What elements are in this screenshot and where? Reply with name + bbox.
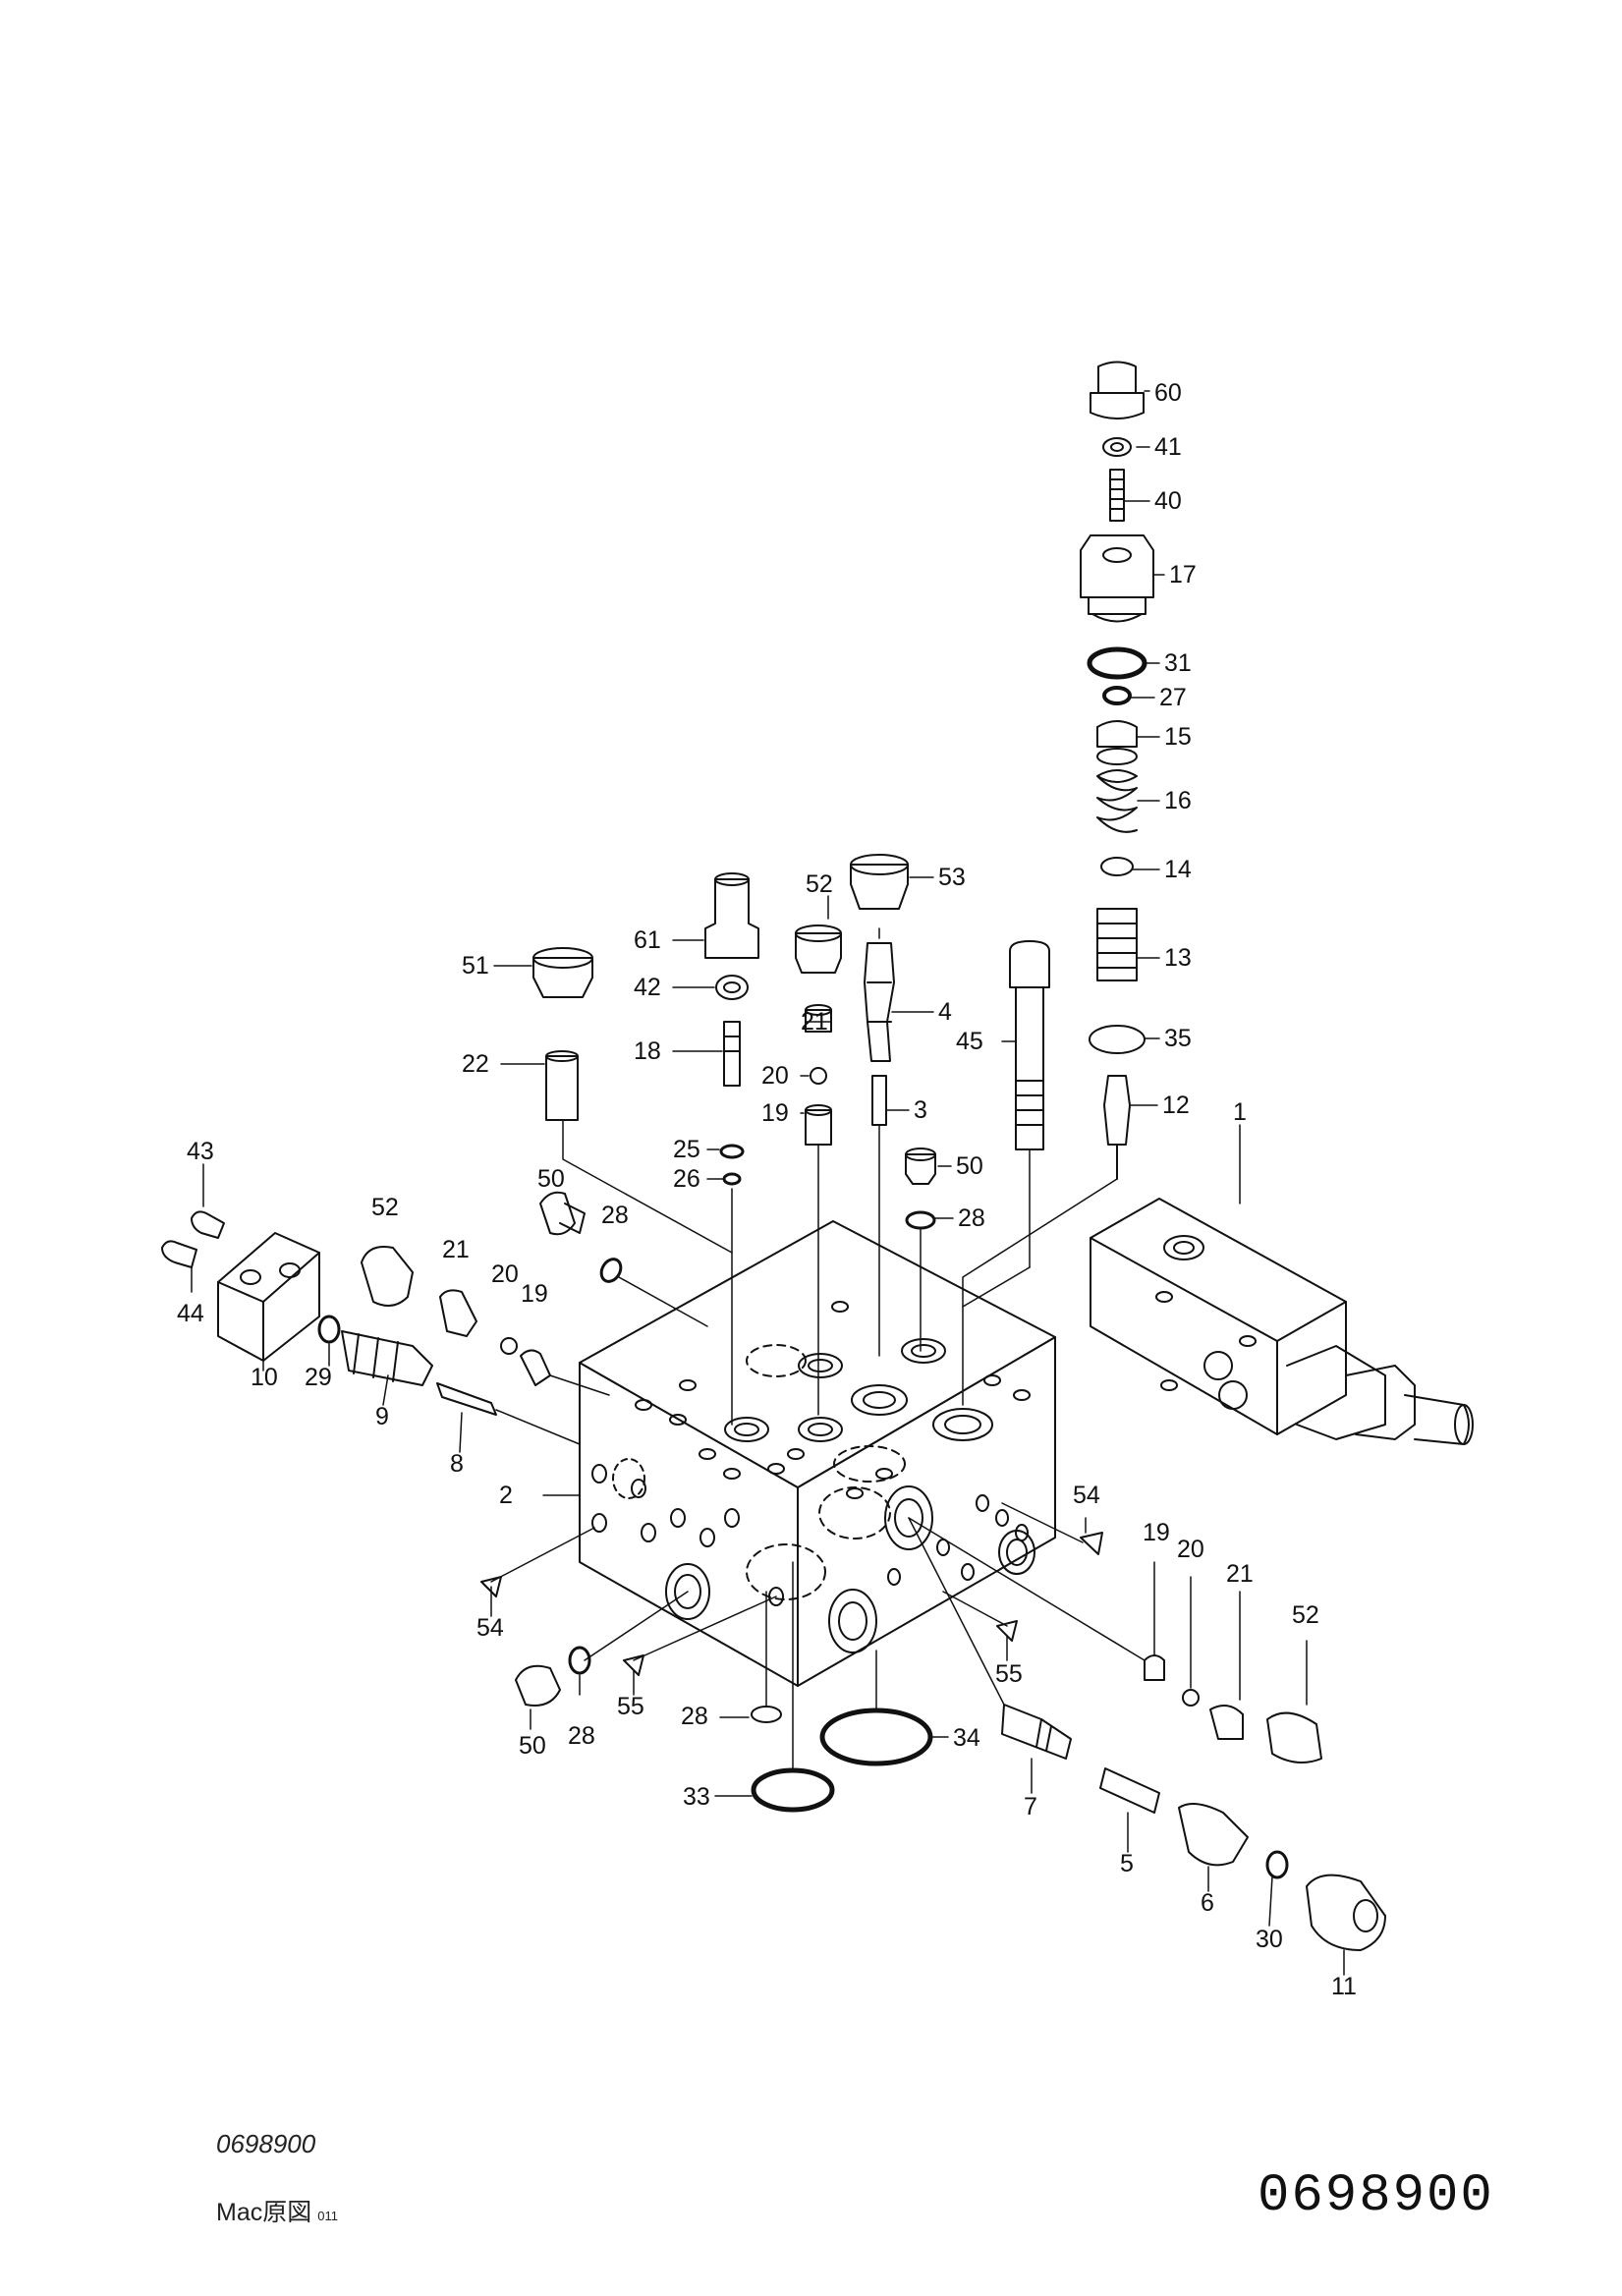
callout-54-left: 54: [476, 1614, 504, 1642]
callout-30: 30: [1256, 1926, 1283, 1953]
callout-55-right: 55: [995, 1660, 1023, 1688]
callout-52-center: 52: [806, 870, 833, 898]
callout-55-left: 55: [617, 1693, 644, 1720]
callout-40: 40: [1154, 487, 1182, 515]
callout-17: 17: [1169, 561, 1197, 588]
cover-plate-10: [162, 1211, 339, 1361]
callout-41: 41: [1154, 433, 1182, 461]
bolt-45: [963, 941, 1049, 1307]
callout-28-lower: 28: [681, 1703, 708, 1730]
callout-45: 45: [956, 1028, 983, 1055]
callout-53: 53: [938, 864, 966, 891]
callout-54-right: 54: [1073, 1482, 1100, 1509]
callout-25: 25: [673, 1136, 700, 1163]
mac-original-label: Mac原図 011: [216, 2193, 338, 2228]
callout-22: 22: [462, 1050, 489, 1078]
left-spool-group: [342, 1247, 609, 1444]
callout-29: 29: [305, 1364, 332, 1391]
callout-43: 43: [187, 1138, 214, 1165]
callout-50-upper: 50: [956, 1152, 983, 1180]
mac-label-text: Mac原図: [216, 2199, 312, 2226]
callout-5: 5: [1120, 1850, 1134, 1877]
callout-19-right: 19: [1143, 1519, 1170, 1546]
mac-code: 011: [317, 2209, 338, 2223]
valve-block-main: [580, 1221, 1055, 1686]
callout-27: 27: [1159, 684, 1187, 711]
callout-20-right: 20: [1177, 1536, 1204, 1563]
callout-15: 15: [1164, 723, 1192, 751]
callout-33: 33: [683, 1783, 710, 1811]
callout-11: 11: [1331, 1973, 1357, 2000]
callout-31: 31: [1164, 649, 1192, 677]
callout-9: 9: [375, 1403, 389, 1430]
callout-21-center: 21: [801, 1008, 828, 1036]
callout-14: 14: [1164, 856, 1192, 883]
callout-51: 51: [462, 952, 489, 980]
callout-28-bottom: 28: [568, 1722, 595, 1750]
callout-10: 10: [251, 1364, 278, 1391]
callout-7: 7: [1024, 1793, 1037, 1820]
plug-group-50-28-left: [540, 1193, 707, 1326]
callout-19-left: 19: [521, 1280, 548, 1308]
callout-28-upper: 28: [958, 1204, 985, 1232]
callout-3: 3: [914, 1096, 927, 1124]
callout-61: 61: [634, 926, 661, 954]
drawing-number-large: 0698900: [1258, 2166, 1494, 2226]
callout-18: 18: [634, 1037, 661, 1065]
callout-44: 44: [177, 1300, 204, 1327]
lower-spool-group: [909, 1518, 1385, 1950]
stem-group-61-42-18: [705, 873, 758, 1425]
callout-12: 12: [1162, 1092, 1190, 1119]
drawing-number-italic: 0698900: [216, 2129, 316, 2158]
plug-group-51-22: [533, 948, 732, 1253]
callout-20-left: 20: [491, 1260, 519, 1288]
plug-group-50-28-upper: [906, 1148, 935, 1351]
callout-6: 6: [1201, 1889, 1214, 1917]
screws-54-55: [481, 1503, 1102, 1675]
callout-52-right: 52: [1292, 1601, 1319, 1629]
callout-2: 2: [499, 1482, 513, 1509]
valve-stem-group-53-4-3: [851, 855, 908, 1356]
side-block-assembly: [1091, 1199, 1473, 1444]
callout-60: 60: [1154, 379, 1182, 407]
callout-20-center: 20: [761, 1062, 789, 1090]
callout-50-left: 50: [537, 1165, 565, 1193]
callout-35: 35: [1164, 1025, 1192, 1052]
callout-1: 1: [1233, 1098, 1247, 1126]
callout-4: 4: [938, 998, 952, 1026]
callout-labels: 60 41 40 17 31 27 15 16 14 13 35 12 53 5…: [177, 379, 1357, 2000]
callout-26: 26: [673, 1165, 700, 1193]
plug-group-52-21-20-19: [796, 925, 841, 1415]
callout-21-right: 21: [1226, 1560, 1254, 1588]
callout-8: 8: [450, 1450, 464, 1478]
callout-34: 34: [953, 1724, 980, 1752]
callout-21-left: 21: [442, 1236, 470, 1263]
callout-52-left: 52: [371, 1194, 399, 1221]
callout-19-center: 19: [761, 1099, 789, 1127]
callout-16: 16: [1164, 787, 1192, 814]
callout-50-bottom: 50: [519, 1732, 546, 1760]
callout-28-left: 28: [601, 1202, 629, 1229]
callout-leaders: [192, 391, 1344, 1975]
callout-42: 42: [634, 974, 661, 1001]
callout-13: 13: [1164, 944, 1192, 972]
